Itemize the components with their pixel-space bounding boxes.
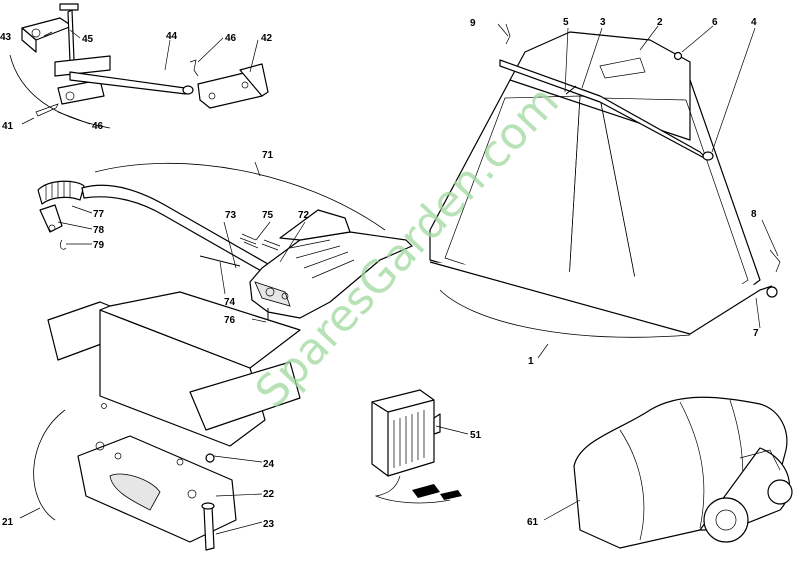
callout-73: 73 (225, 210, 237, 221)
callout-7: 7 (753, 328, 759, 339)
lever-chute-assembly-71 (37, 180, 413, 328)
callout-76: 76 (224, 315, 236, 326)
callout-78: 78 (93, 225, 105, 236)
callout-21: 21 (2, 517, 14, 528)
callout-75: 75 (262, 210, 274, 221)
callout-44: 44 (166, 31, 178, 42)
group-arc-1 (439, 289, 691, 338)
group-arc-71 (94, 162, 386, 231)
callout-6: 6 (712, 17, 718, 28)
group-arc-21 (33, 409, 66, 521)
callout-77: 77 (93, 209, 105, 220)
group-arc-41 (9, 54, 111, 129)
callout-41: 41 (2, 121, 14, 132)
grass-catcher-assembly-1 (429, 23, 781, 335)
callout-23: 23 (263, 519, 275, 530)
callout-5: 5 (563, 17, 569, 28)
callout-2: 2 (657, 17, 663, 28)
callout-61: 61 (527, 517, 539, 528)
callout-8: 8 (751, 209, 757, 220)
callout-51: 51 (470, 430, 482, 441)
callout-43: 43 (0, 32, 12, 43)
callout-22: 22 (263, 489, 275, 500)
bracket-assembly-41 (21, 3, 269, 117)
callout-labels: 43 45 44 46 42 41 46 9 5 3 2 6 4 8 7 1 7… (0, 17, 759, 530)
callout-9: 9 (470, 18, 476, 29)
callout-1: 1 (528, 356, 534, 367)
callout-45: 45 (82, 34, 94, 45)
callout-79: 79 (93, 240, 105, 251)
callout-4: 4 (751, 17, 757, 28)
battery-charger-51 (371, 389, 462, 504)
callout-46-bottom: 46 (92, 121, 104, 132)
callout-74: 74 (224, 297, 236, 308)
callout-72: 72 (298, 210, 310, 221)
leader-lines (19, 23, 779, 535)
callout-3: 3 (600, 17, 606, 28)
callout-24: 24 (263, 459, 275, 470)
callout-71: 71 (262, 150, 274, 161)
tractor-cover-61 (573, 396, 793, 549)
weight-base-assembly-21 (47, 291, 301, 551)
callout-46-top: 46 (225, 33, 237, 44)
callout-42: 42 (261, 33, 273, 44)
